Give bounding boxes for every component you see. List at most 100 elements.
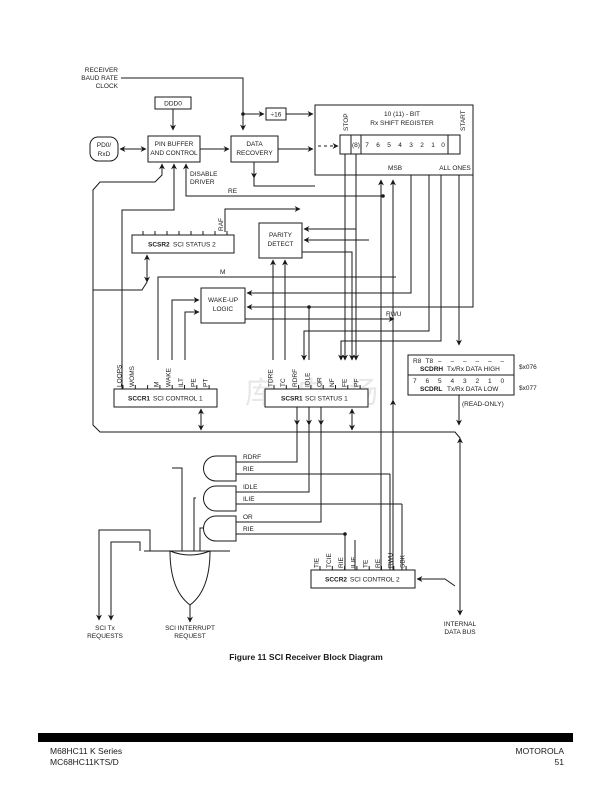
rdrf-signal-label: RDRF (243, 454, 261, 461)
wakeup-label-1: WAKE-UP (208, 297, 238, 304)
svg-text:RECEIVER: RECEIVER (85, 67, 119, 74)
parity-label-2: DETECT (268, 241, 294, 248)
parity-label-1: PARITY (269, 232, 293, 239)
scsr1-bit-label: TDRE (268, 369, 275, 387)
wakeup-logic-block (200, 287, 246, 324)
scdrh-name: SCDRH (420, 366, 443, 373)
sccr1-register (113, 388, 218, 408)
sccr2-bit-label: ILIE (350, 556, 357, 568)
sci-tx-label-2: REQUESTS (87, 633, 123, 640)
footer-doc-id: MC68HC11KTS/D (50, 756, 119, 767)
rie-signal-label-2: RIE (243, 526, 255, 533)
scdrl-bit-label: 2 (476, 378, 480, 385)
scsr1-bit-label: PF (354, 379, 361, 387)
sccr1-bit-label: LOOPS (117, 364, 124, 387)
scsr1-bit-label: RDRF (292, 369, 299, 387)
all-ones-label: ALL ONES (439, 165, 471, 172)
shift-bit-label: (8) (352, 142, 360, 149)
raf-wire (224, 206, 301, 232)
footer-page-number: 51 (554, 756, 564, 767)
figure-caption: Figure 11 SCI Receiver Block Diagram (229, 652, 383, 662)
read-only-note: (READ-ONLY) (462, 401, 504, 408)
shift-title-1: 10 (11) - BIT (384, 111, 420, 118)
msb-label: MSB (388, 165, 402, 172)
ddd0-label: DDD0 (164, 101, 182, 108)
shift-bits (339, 134, 461, 155)
scsr1-bit-label: FE (341, 378, 348, 387)
footer-left: M68HC11 K Series MC68HC11KTS/D (50, 746, 122, 767)
sccr1-bit-label: PE (190, 378, 197, 387)
shift-title-2: Rx SHIFT REGISTER (370, 120, 434, 127)
pin-label-1: PD0/ (97, 142, 112, 149)
scsr1-bit-label: NF (329, 378, 336, 387)
scdrh-bit-label: – (438, 358, 442, 365)
scsr1-register (264, 388, 369, 408)
footer-rule (38, 733, 573, 742)
sci-tx-label-1: SCI Tx (95, 625, 115, 632)
scdrl-name: SCDRL (420, 386, 442, 393)
pin-loop-wire (121, 163, 177, 390)
scdrh-bit-label: – (451, 358, 455, 365)
and-gate-idle (203, 485, 237, 512)
sccr2-bit-label: RE (375, 558, 382, 568)
bus-label-1: INTERNAL (444, 621, 477, 628)
scsr1-bit-label: TC (280, 378, 287, 387)
msb-wakeup-wire (246, 175, 412, 296)
pd0-rxd-pin (89, 136, 119, 162)
rie-signal-label-1: RIE (243, 466, 255, 473)
shift-bit-label: 7 (365, 142, 369, 149)
sccr1-bit-label: M (153, 382, 160, 387)
pin-buffer-and-control-block (147, 135, 201, 163)
scdrl-bit-label: 4 (451, 378, 455, 385)
sccr2-desc: SCI CONTROL 2 (350, 577, 400, 584)
sccr2-register (310, 569, 416, 589)
footer-right: MOTOROLA 51 (516, 746, 565, 767)
scdrh-bit-label: R8 (413, 358, 422, 365)
sccr1-bit-label: PT (203, 379, 210, 387)
sccr2-bit-label: SBK (400, 554, 407, 568)
scdrh-desc: Tx/Rx DATA HIGH (447, 366, 500, 373)
wakeup-label-2: LOGIC (213, 306, 234, 313)
scdrl-bit-label: 1 (488, 378, 492, 385)
interrupt-label-1: SCI INTERRUPT (165, 625, 215, 632)
shift-bit-label: 1 (431, 142, 435, 149)
start-bit-label: START (460, 110, 467, 131)
sccr2-bit-label: RIE (338, 557, 345, 569)
scsr2-register (131, 234, 235, 254)
parity-detect-block (258, 222, 303, 259)
scsr2-name: SCSR2 (148, 242, 170, 249)
nf-wire (338, 175, 442, 361)
scsr1-bit-label: IDLE (304, 372, 311, 387)
m-wire (157, 276, 396, 360)
scdrh-bit-label: – (488, 358, 492, 365)
pin-buffer-label-2: AND CONTROL (150, 150, 198, 157)
scsr1-bit-label: OR (317, 377, 324, 387)
scdrl-bit-label: 3 (463, 378, 467, 385)
rwu-label: RWU (386, 311, 402, 318)
all-ones-wire (246, 175, 474, 310)
scdrl-bit-label: 6 (426, 378, 430, 385)
scdrh-bit-label: – (476, 358, 480, 365)
shift-bit-label: 6 (376, 142, 380, 149)
scdrl-bit-label: 0 (501, 378, 505, 385)
data-recovery-block (230, 135, 279, 163)
sccr2-name: SCCR2 (325, 577, 347, 584)
m-label: M (220, 269, 225, 276)
or-wire (301, 175, 430, 361)
sccr2-bit-label: RWU (387, 552, 394, 568)
footer-series: M68HC11 K Series (50, 746, 123, 756)
scsr2-desc: SCI STATUS 2 (173, 242, 216, 249)
recovery-bus-wire (253, 178, 315, 187)
shift-bit-label: 5 (387, 142, 391, 149)
footer-brand: MOTOROLA (515, 746, 565, 756)
shift-bit-label: 0 (441, 142, 445, 149)
stop-bit-label: STOP (343, 113, 350, 131)
scsr1-name: SCSR1 (281, 396, 303, 403)
sccr1-desc: SCI CONTROL 1 (153, 396, 203, 403)
pin-buffer-label-1: PIN BUFFER (155, 141, 194, 148)
or-signal-label: OR (243, 514, 253, 521)
pin-label-2: RxD (98, 151, 111, 158)
svg-text:CLOCK: CLOCK (96, 83, 119, 90)
